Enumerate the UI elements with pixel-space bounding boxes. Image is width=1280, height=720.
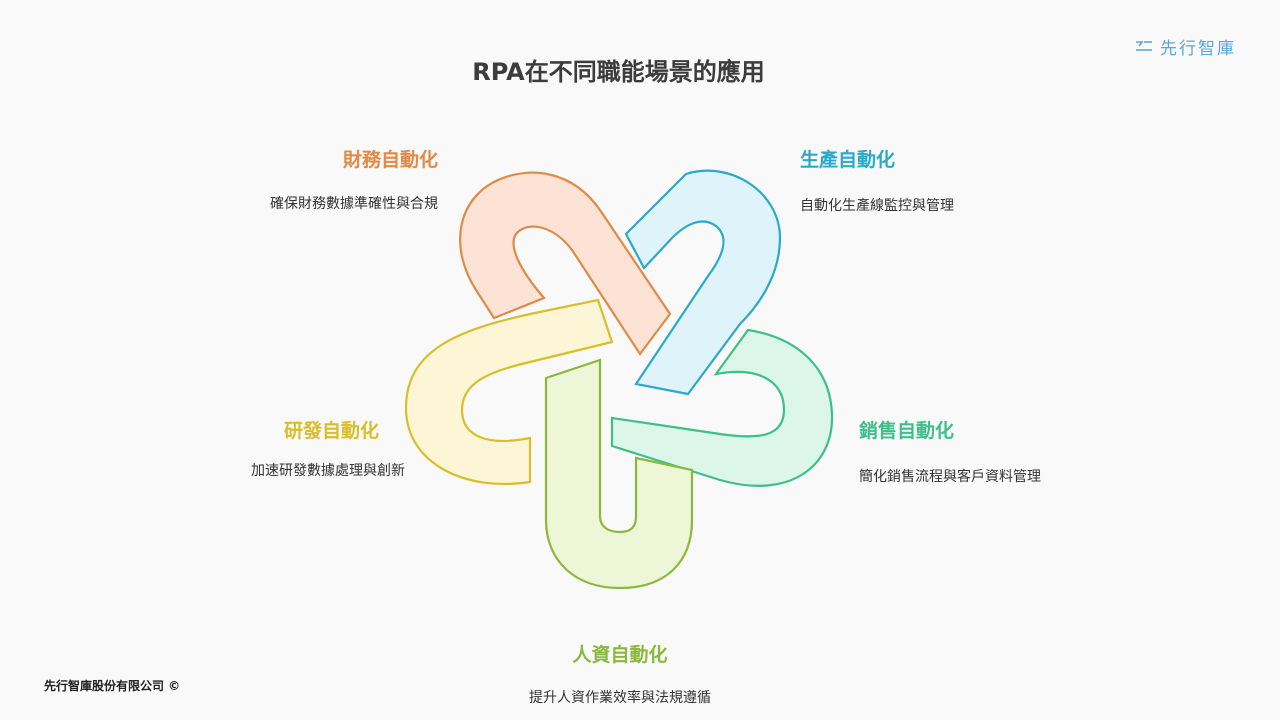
sales-loop bbox=[610, 328, 834, 487]
production-label: 生產自動化 bbox=[800, 149, 896, 171]
production-desc: 自動化生產線監控與管理 bbox=[800, 198, 954, 214]
brand-logo: 先行智庫 bbox=[1134, 34, 1236, 59]
rnd-label: 研發自動化 bbox=[283, 420, 379, 442]
page-title: RPA在不同職能場景的應用 bbox=[472, 58, 765, 86]
hr-desc: 提升人資作業效率與法規遵循 bbox=[529, 690, 711, 706]
finance-desc: 確保財務數據準確性與合規 bbox=[270, 196, 438, 212]
logo-text: 先行智庫 bbox=[1160, 38, 1236, 59]
hr-label: 人資自動化 bbox=[572, 644, 668, 666]
sales-desc: 簡化銷售流程與客戶資料管理 bbox=[859, 469, 1041, 485]
finance-label: 財務自動化 bbox=[342, 149, 438, 171]
finance-loop bbox=[459, 171, 672, 356]
logo-icon bbox=[1136, 41, 1152, 51]
copyright-footer: 先行智庫股份有限公司 © bbox=[44, 679, 181, 693]
rnd-loop bbox=[404, 298, 614, 486]
sales-label: 銷售自動化 bbox=[859, 420, 955, 442]
production-loop bbox=[624, 169, 782, 396]
rnd-desc: 加速研發數據處理與創新 bbox=[251, 463, 405, 479]
hr-loop bbox=[544, 358, 694, 590]
